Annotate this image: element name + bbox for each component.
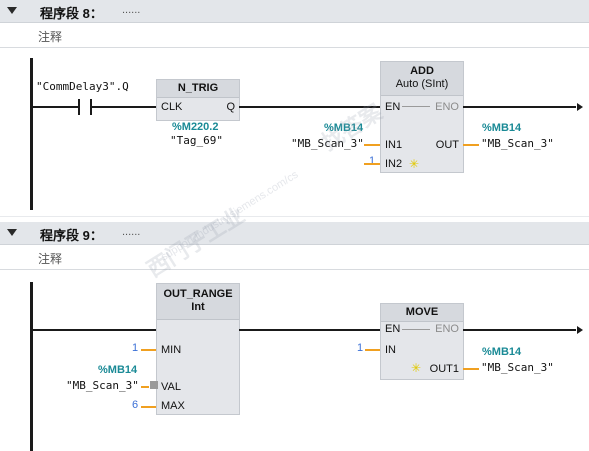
out-range-min-connector	[141, 349, 156, 351]
network-8-comment-text: 注释	[38, 30, 63, 44]
contact-right-bar[interactable]	[90, 99, 92, 115]
add-spark-icon: ✳	[409, 157, 420, 171]
network-9-header[interactable]: 程序段 9： ......	[0, 222, 589, 245]
move-out-tag[interactable]: "MB_Scan_3"	[481, 361, 554, 374]
network-9-title: 程序段 9：	[40, 228, 103, 243]
move-box[interactable]: MOVE EN ENO IN OUT1	[380, 303, 464, 380]
move-eno-pin: ENO	[435, 323, 459, 335]
out-range-name: OUT_RANGE	[163, 288, 233, 300]
add-box[interactable]: ADD Auto (SInt) EN ENO IN1 IN2 OUT	[380, 61, 464, 173]
out-range-val-connector	[141, 386, 149, 388]
move-out-connector	[463, 368, 479, 370]
add-in1-address[interactable]: %MB14	[324, 122, 364, 134]
eno-connector	[402, 329, 430, 330]
add-in2-value[interactable]: 1	[369, 155, 376, 167]
contact-left-bar[interactable]	[78, 99, 80, 115]
n-trig-name: N_TRIG	[157, 80, 239, 98]
out-range-val-address[interactable]: %MB14	[98, 364, 138, 376]
add-eno-pin: ENO	[435, 101, 459, 113]
add-header: ADD Auto (SInt)	[381, 62, 463, 96]
add-in1-connector	[364, 144, 380, 146]
n-trig-box[interactable]: N_TRIG CLK Q	[156, 79, 240, 121]
n-trig-address[interactable]: %M220.2	[172, 121, 219, 133]
out-range-header: OUT_RANGE Int	[157, 284, 239, 320]
out-range-min-value[interactable]: 1	[132, 342, 139, 354]
rung-wire	[463, 106, 576, 108]
add-in2-pin: IN2	[385, 158, 403, 170]
out-range-max-pin: MAX	[161, 400, 185, 412]
eno-connector	[402, 106, 430, 107]
move-out1-pin: OUT1	[429, 363, 459, 375]
add-name: ADD	[410, 65, 434, 77]
collapse-triangle-icon[interactable]	[7, 7, 17, 14]
network-8-title: 程序段 8：	[40, 6, 103, 21]
n-trig-tag[interactable]: "Tag_69"	[170, 134, 223, 147]
rung-wire	[33, 329, 156, 331]
network-9-comment[interactable]: 注释	[0, 245, 589, 270]
rung-wire	[239, 329, 380, 331]
n-trig-q-pin: Q	[226, 101, 235, 113]
add-en-pin: EN	[385, 101, 401, 113]
left-power-rail	[30, 58, 33, 210]
rung-wire	[33, 106, 78, 108]
rung-end-arrow-icon	[577, 103, 583, 111]
out-range-val-tag[interactable]: "MB_Scan_3"	[66, 379, 139, 392]
collapse-triangle-icon[interactable]	[7, 229, 17, 236]
add-in1-tag[interactable]: "MB_Scan_3"	[291, 137, 364, 150]
network-8-comment[interactable]: 注释	[0, 23, 589, 48]
move-name: MOVE	[381, 304, 463, 322]
contact-tag[interactable]: "CommDelay3".Q	[36, 80, 129, 93]
add-out-address[interactable]: %MB14	[482, 122, 522, 134]
rung-wire	[463, 329, 576, 331]
n-trig-clk-pin: CLK	[161, 101, 183, 113]
move-en-pin: EN	[385, 323, 401, 335]
negation-marker-icon	[150, 381, 158, 389]
out-range-max-value[interactable]: 6	[132, 399, 139, 411]
move-spark-icon: ✳	[411, 361, 422, 375]
add-out-connector	[463, 144, 479, 146]
out-range-max-connector	[141, 406, 156, 408]
network-separator	[0, 216, 589, 217]
move-out-address[interactable]: %MB14	[482, 346, 522, 358]
rung-wire	[239, 106, 380, 108]
move-in-connector	[365, 349, 380, 351]
network-9-title-placeholder[interactable]: ......	[122, 226, 141, 238]
network-9-comment-text: 注释	[38, 252, 63, 266]
rung-wire	[92, 106, 156, 108]
add-type[interactable]: Auto (SInt)	[395, 78, 449, 90]
add-out-pin: OUT	[435, 139, 459, 151]
out-range-box[interactable]: OUT_RANGE Int MIN VAL MAX	[156, 283, 240, 415]
move-in-pin: IN	[385, 344, 396, 356]
add-out-tag[interactable]: "MB_Scan_3"	[481, 137, 554, 150]
rung-end-arrow-icon	[577, 326, 583, 334]
move-in-value[interactable]: 1	[357, 342, 364, 354]
out-range-type[interactable]: Int	[191, 301, 205, 313]
add-in1-pin: IN1	[385, 139, 403, 151]
network-8-header[interactable]: 程序段 8： ......	[0, 0, 589, 23]
left-power-rail	[30, 282, 33, 451]
out-range-val-pin: VAL	[161, 381, 181, 393]
network-8-title-placeholder[interactable]: ......	[122, 4, 141, 16]
add-in2-connector	[364, 163, 380, 165]
out-range-min-pin: MIN	[161, 344, 182, 356]
